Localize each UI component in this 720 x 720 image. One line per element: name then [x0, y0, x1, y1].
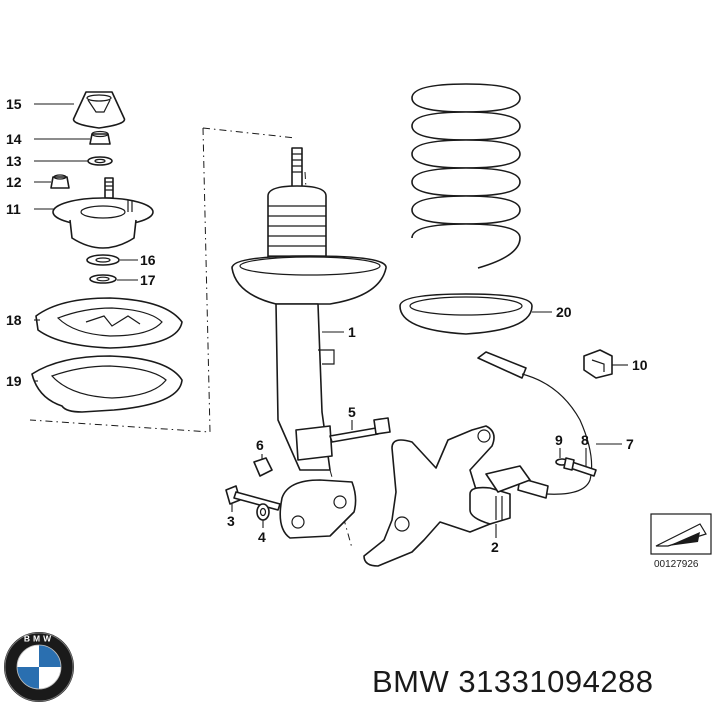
callout-15: 15 — [6, 96, 22, 112]
part-15-top-cap — [72, 91, 126, 129]
part-1-strut — [231, 147, 387, 539]
callout-10: 10 — [632, 357, 648, 373]
callout-20: 20 — [556, 304, 572, 320]
part-7-abs-sensor — [477, 351, 593, 499]
part-13-washer — [87, 156, 113, 166]
part-8-bolt — [563, 457, 597, 477]
part-18-spring-pad — [35, 297, 183, 349]
callout-3: 3 — [227, 513, 235, 529]
callout-1: 1 — [348, 324, 356, 340]
callout-11: 11 — [6, 201, 21, 217]
callout-2: 2 — [491, 539, 499, 555]
callout-6: 6 — [256, 437, 264, 453]
callout-19: 19 — [6, 373, 22, 389]
callout-12: 12 — [6, 174, 22, 190]
part-number-caption: BMW 31331094288 — [372, 664, 654, 700]
callout-13: 13 — [6, 153, 22, 169]
reference-code: 00127926 — [654, 559, 699, 570]
part-4-washer — [256, 503, 270, 521]
bmw-logo-lettering: BMW — [24, 634, 54, 644]
coil-spring — [411, 83, 521, 269]
brand-name: BMW — [372, 664, 450, 699]
part-6-nut — [253, 457, 273, 477]
part-2-knuckle — [363, 425, 531, 567]
callout-5: 5 — [348, 404, 356, 420]
callout-labels: 15 14 13 12 11 16 17 18 19 1 20 10 5 6 9… — [6, 96, 648, 555]
arrow-icon — [668, 532, 700, 546]
part-17-ring — [89, 274, 117, 284]
callout-18: 18 — [6, 312, 22, 328]
part-11-strut-mount — [52, 177, 154, 249]
part-20-spring-seat — [399, 293, 533, 335]
leader-lines — [34, 103, 628, 538]
part-12-nut — [50, 174, 70, 189]
callout-16: 16 — [140, 252, 156, 268]
bmw-logo: BMW — [4, 632, 74, 702]
callout-14: 14 — [6, 131, 22, 147]
part-16-bearing — [86, 254, 120, 266]
callout-17: 17 — [140, 272, 156, 288]
part-number: 31331094288 — [458, 664, 654, 699]
orientation-box: 00127926 — [650, 513, 712, 570]
callout-7: 7 — [626, 436, 634, 452]
part-5-bolt — [329, 417, 391, 443]
part-14-nut — [89, 130, 111, 145]
callout-8: 8 — [581, 432, 589, 448]
part-10-clip — [583, 349, 613, 379]
part-3-bolt — [225, 485, 281, 511]
callout-9: 9 — [555, 432, 563, 448]
callout-4: 4 — [258, 529, 266, 545]
part-19-spring-pad — [31, 355, 183, 413]
